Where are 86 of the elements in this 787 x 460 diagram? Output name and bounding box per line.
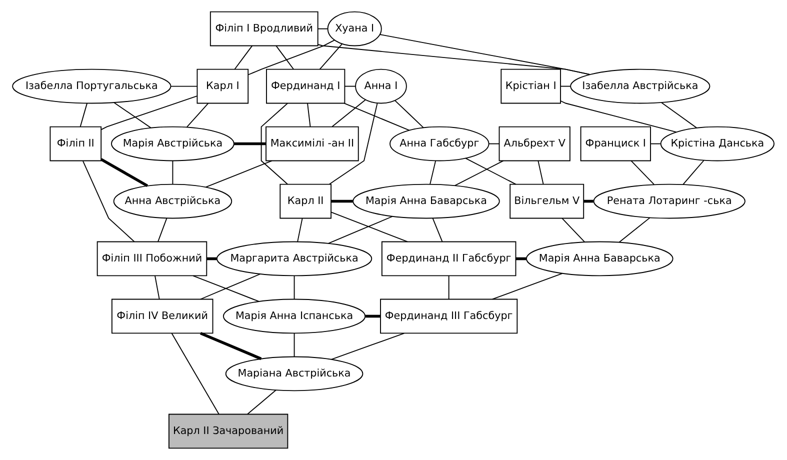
connector xyxy=(114,102,152,128)
node-ellipse: Анна I xyxy=(355,68,407,104)
connector xyxy=(630,160,655,185)
connector xyxy=(318,28,328,30)
connector xyxy=(307,102,311,128)
connector xyxy=(492,272,563,300)
connector xyxy=(170,86,198,87)
node-box: Карл II xyxy=(280,184,332,219)
node-box: Крістіан I xyxy=(500,68,561,104)
connector xyxy=(448,275,450,300)
connector xyxy=(276,45,294,70)
connector xyxy=(330,332,405,360)
connector xyxy=(200,274,261,300)
connector xyxy=(200,332,262,360)
node-ellipse: Крістіна Данська xyxy=(660,126,774,162)
node-ellipse: Маріана Австрійська xyxy=(225,356,364,392)
node-ellipse: Марія Австрійська xyxy=(111,126,234,162)
connector xyxy=(205,160,272,188)
connector xyxy=(206,257,217,260)
node-ellipse: Маргарита Австрійська xyxy=(216,241,372,276)
connector xyxy=(584,200,594,203)
connector xyxy=(366,314,380,318)
connector xyxy=(297,218,303,242)
connector xyxy=(100,158,148,188)
node-ellipse: Рената Лотаринг -ська xyxy=(593,184,746,219)
node-ellipse: Марія Анна Баварська xyxy=(352,184,500,219)
connector xyxy=(618,217,650,243)
node-box: Карл II Зачарований xyxy=(168,414,288,449)
node-box: Філіп III Побожний xyxy=(96,241,208,276)
connector xyxy=(247,390,276,415)
connector xyxy=(100,96,198,130)
connector xyxy=(328,216,394,244)
connector xyxy=(158,218,168,242)
connector xyxy=(294,275,295,300)
connector xyxy=(328,102,378,185)
connector xyxy=(171,332,220,415)
connector xyxy=(432,218,443,242)
connector xyxy=(80,102,88,128)
connector xyxy=(682,160,704,185)
connector xyxy=(465,158,516,185)
node-box: Філіп I Вродливий xyxy=(210,11,318,46)
connector xyxy=(234,142,268,146)
connector xyxy=(560,86,572,87)
connector xyxy=(319,44,342,70)
connector xyxy=(186,102,209,128)
connector xyxy=(516,257,526,260)
connector xyxy=(330,212,408,242)
connector xyxy=(430,160,436,185)
connector xyxy=(331,200,353,203)
node-ellipse: Марія Анна Іспанська xyxy=(222,298,366,334)
connector xyxy=(332,99,366,128)
connector xyxy=(172,160,174,185)
connector xyxy=(488,143,500,144)
node-box: Максимілі -ан II xyxy=(266,126,359,162)
connector xyxy=(154,275,160,300)
node-ellipse: Анна Австрійська xyxy=(113,184,232,219)
node-box: Франциск I xyxy=(580,126,651,162)
connector xyxy=(294,332,295,357)
node-box: Філіп IV Великий xyxy=(111,298,214,334)
node-ellipse: Ізабелла Австрійська xyxy=(570,68,710,104)
node-box: Фердинанд III Габсбург xyxy=(380,298,518,334)
node-ellipse: Ізабелла Португальська xyxy=(12,68,172,104)
connector xyxy=(661,102,698,128)
connector xyxy=(344,102,410,131)
connector xyxy=(538,160,544,185)
node-box: Фердинанд II Габсбург xyxy=(381,241,516,276)
connector xyxy=(192,275,260,302)
node-box: Альбрехт V xyxy=(498,126,570,162)
connector xyxy=(560,100,677,133)
node-box: Філіп II xyxy=(50,126,102,162)
node-ellipse: Марія Анна Баварська xyxy=(526,241,674,276)
connector xyxy=(234,45,253,70)
connector xyxy=(260,102,288,185)
connector xyxy=(248,40,335,76)
connector xyxy=(562,218,586,242)
connector xyxy=(650,143,661,144)
node-box: Фердинанд I xyxy=(266,68,346,104)
connector xyxy=(454,160,504,186)
node-ellipse: Хуана I xyxy=(327,11,382,46)
connector xyxy=(380,34,590,75)
node-box: Карл I xyxy=(196,68,249,104)
connector xyxy=(394,100,424,128)
connector xyxy=(344,86,356,87)
connector xyxy=(82,160,135,242)
node-box: Вільгельм V xyxy=(510,184,584,219)
node-ellipse: Анна Габсбург xyxy=(390,126,490,162)
